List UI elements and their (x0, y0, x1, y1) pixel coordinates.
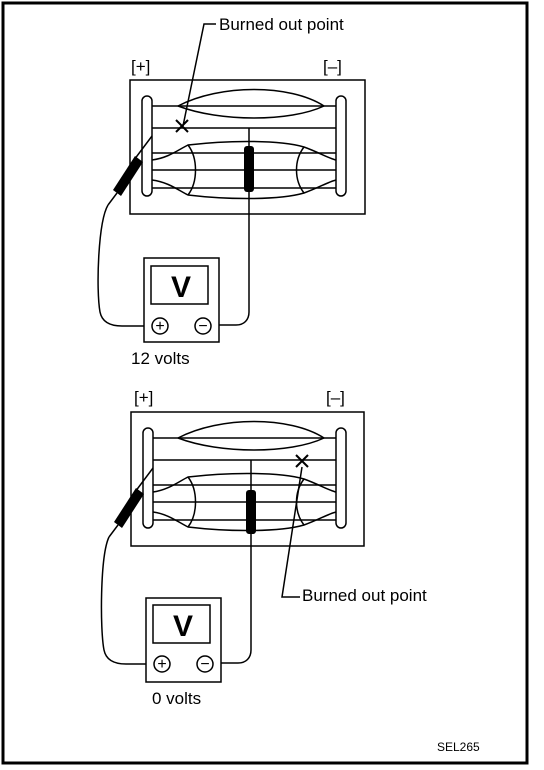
glass-panel-bottom (130, 411, 365, 547)
figure-code: SEL265 (437, 740, 480, 754)
wire-negative-top (212, 212, 250, 326)
callout-label-top: Burned out point (219, 15, 344, 34)
minus-label-top: [–] (323, 57, 342, 76)
plus-label-top: [+] (131, 57, 150, 76)
probe-negative-bottom (246, 460, 256, 546)
callout-leader-top (182, 23, 216, 127)
glass-panel-top (129, 79, 366, 215)
minus-icon: − (200, 656, 209, 673)
heater-grid-top (151, 88, 337, 200)
diagram-bottom: [+] [–] Burned out point (100, 388, 427, 708)
plus-icon: + (155, 318, 164, 335)
heater-grid-bottom (152, 420, 337, 532)
terminal-positive-top (151, 317, 169, 335)
bus-bar-plus-top (141, 95, 153, 197)
diagram-top: Burned out point [+] [–] (97, 15, 366, 368)
callout-leader-bottom (281, 466, 303, 598)
reading-bottom: 0 volts (152, 689, 201, 708)
wire-positive-bottom (100, 536, 152, 665)
probe-positive-top (107, 135, 153, 206)
wire-positive-top (97, 204, 150, 327)
voltmeter-display-bottom (152, 604, 211, 644)
bus-bar-minus-top (335, 95, 347, 197)
minus-icon: − (198, 318, 207, 335)
wire-negative-bottom (214, 546, 252, 664)
terminal-negative-bottom (196, 655, 214, 673)
reading-top: 12 volts (131, 349, 190, 368)
voltmeter-symbol-top: V (171, 271, 191, 304)
burned-point-top (175, 119, 189, 133)
terminal-negative-top (194, 317, 212, 335)
callout-label-bottom: Burned out point (302, 586, 427, 605)
terminal-positive-bottom (153, 655, 171, 673)
bus-bar-plus-bottom (142, 427, 154, 529)
burned-point-bottom (295, 454, 309, 468)
minus-label-bottom: [–] (326, 388, 345, 407)
voltmeter-symbol-bottom: V (173, 610, 193, 643)
bus-bar-minus-bottom (335, 427, 347, 529)
figure-border (1, 1, 529, 765)
probe-negative-top (244, 128, 254, 212)
voltmeter-display-top (150, 265, 209, 305)
probe-positive-bottom (108, 467, 154, 538)
plus-icon: + (157, 656, 166, 673)
plus-label-bottom: [+] (134, 388, 153, 407)
